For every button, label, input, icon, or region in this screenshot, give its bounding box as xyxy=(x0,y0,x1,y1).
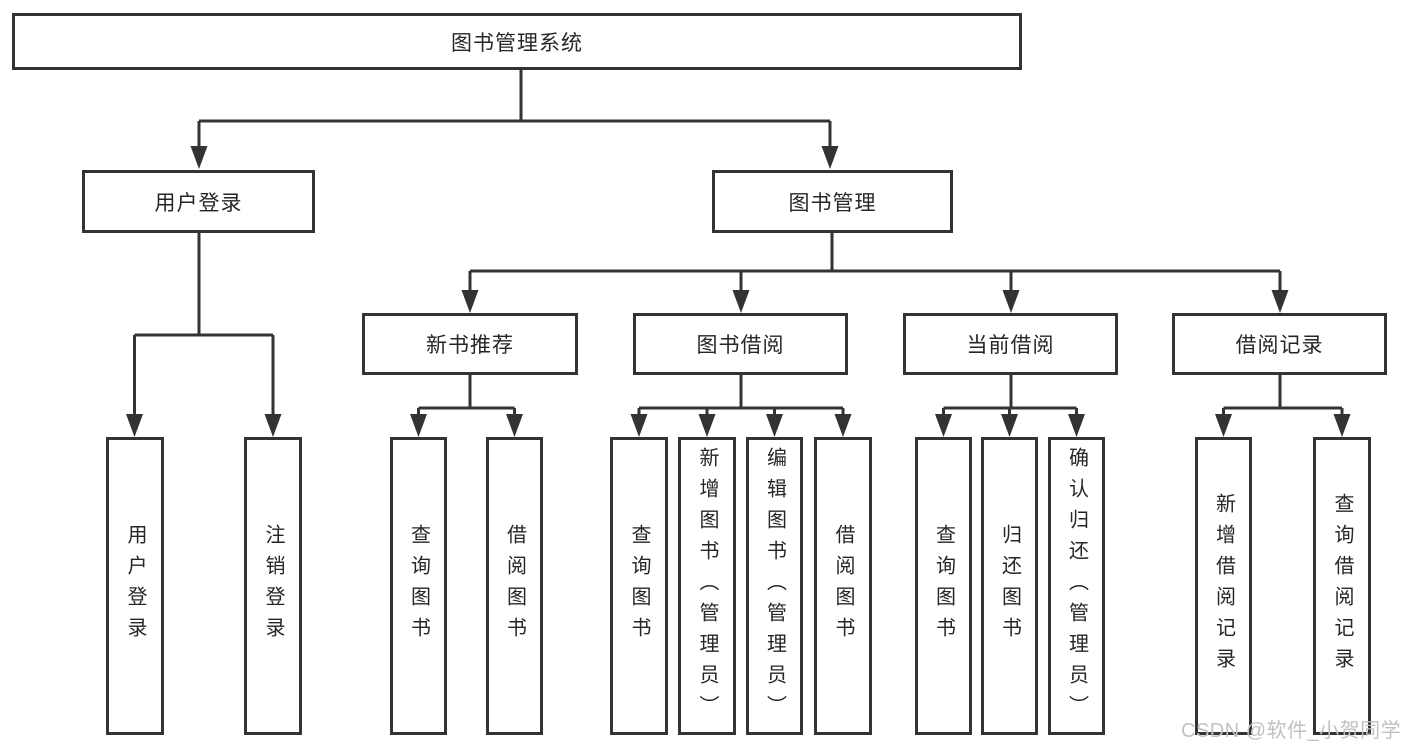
leaf-query-borrow-record-label: 查询借阅记录 xyxy=(1331,493,1353,679)
node-user-login: 用户登录 xyxy=(82,170,315,233)
leaf-confirm-return-admin-label: 确认归还（管理员） xyxy=(1065,446,1088,726)
leaf-edit-books-admin: 编辑图书（管理员） xyxy=(746,437,803,735)
node-borrowing-records: 借阅记录 xyxy=(1172,313,1387,375)
node-library-system: 图书管理系统 xyxy=(12,13,1022,70)
node-book-management: 图书管理 xyxy=(712,170,953,233)
leaf-query-books-current-label: 查询图书 xyxy=(932,524,955,648)
leaf-query-books-current: 查询图书 xyxy=(915,437,972,735)
node-new-book-recommend: 新书推荐 xyxy=(362,313,578,375)
leaf-return-books-label: 归还图书 xyxy=(998,524,1021,648)
leaf-query-books-borrowing: 查询图书 xyxy=(610,437,668,735)
leaf-borrow-books: 借阅图书 xyxy=(814,437,872,735)
leaf-query-borrow-record: 查询借阅记录 xyxy=(1313,437,1371,735)
leaf-query-books-recommend-label: 查询图书 xyxy=(407,524,430,648)
leaf-query-books-recommend: 查询图书 xyxy=(390,437,447,735)
leaf-borrow-books-recommend: 借阅图书 xyxy=(486,437,543,735)
leaf-user-login-label: 用户登录 xyxy=(124,524,146,648)
node-book-borrowing: 图书借阅 xyxy=(633,313,848,375)
leaf-logout: 注销登录 xyxy=(244,437,302,735)
leaf-borrow-books-recommend-label: 借阅图书 xyxy=(503,524,526,648)
csdn-watermark: CSDN @软件_小贺同学 xyxy=(1181,720,1402,742)
leaf-return-books: 归还图书 xyxy=(981,437,1038,735)
leaf-add-borrow-record-label: 新增借阅记录 xyxy=(1212,493,1235,679)
leaf-add-books-admin: 新增图书（管理员） xyxy=(678,437,736,735)
leaf-borrow-books-label: 借阅图书 xyxy=(832,524,854,648)
leaf-user-login: 用户登录 xyxy=(106,437,164,735)
leaf-edit-books-admin-label: 编辑图书（管理员） xyxy=(763,446,786,726)
leaf-add-borrow-record: 新增借阅记录 xyxy=(1195,437,1252,735)
leaf-query-books-borrowing-label: 查询图书 xyxy=(628,524,650,648)
node-current-borrowing: 当前借阅 xyxy=(903,313,1118,375)
leaf-confirm-return-admin: 确认归还（管理员） xyxy=(1048,437,1105,735)
leaf-logout-label: 注销登录 xyxy=(262,524,284,648)
leaf-add-books-admin-label: 新增图书（管理员） xyxy=(696,446,718,726)
